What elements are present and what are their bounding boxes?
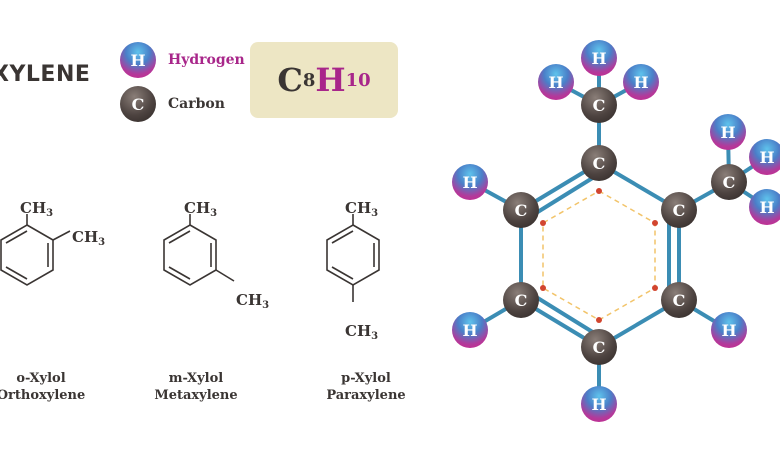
formula-carbon: C xyxy=(277,61,303,99)
formula-hydrogen-count: 10 xyxy=(345,69,371,91)
para-ch3-top: CH3 xyxy=(345,199,379,219)
diagram-title: XYLENE xyxy=(0,62,91,87)
hydrogen-atom-icon: H xyxy=(623,64,659,100)
meta-xylene-label: m-Xylol Metaxylene xyxy=(154,371,238,403)
carbon-atom-icon: C xyxy=(581,87,617,123)
carbon-atom-icon: C xyxy=(503,282,539,318)
para-ch3-bottom: CH3 xyxy=(345,322,379,342)
para-xylene-structure xyxy=(326,214,380,302)
legend-carbon: C Carbon xyxy=(120,86,225,122)
carbon-atom-icon: C xyxy=(581,145,617,181)
ortho-ch3-right: CH3 xyxy=(72,228,106,248)
hydrogen-atom-icon: H xyxy=(452,164,488,200)
carbon-atom-icon: C xyxy=(711,164,747,200)
carbon-atom-icon: C xyxy=(661,282,697,318)
hydrogen-atom-icon: H xyxy=(711,312,747,348)
legend-carbon-label: Carbon xyxy=(168,96,225,112)
hydrogen-atom-icon: H xyxy=(120,42,156,78)
hydrogen-atom-icon: H xyxy=(538,64,574,100)
carbon-atom-icon: C xyxy=(503,192,539,228)
hydrogen-atom-icon: H xyxy=(452,312,488,348)
carbon-atom-icon: C xyxy=(581,329,617,365)
carbon-atom-icon: C xyxy=(661,192,697,228)
meta-xylene-structure xyxy=(163,214,235,286)
ortho-ch3-top: CH3 xyxy=(20,199,54,219)
meta-ch3-top: CH3 xyxy=(184,199,218,219)
meta-ch3-right: CH3 xyxy=(236,291,270,311)
legend-hydrogen-label: Hydrogen xyxy=(168,52,245,68)
ortho-xylene-structure xyxy=(0,214,71,286)
hydrogen-atom-icon: H xyxy=(710,114,746,150)
hydrogen-atom-icon: H xyxy=(749,139,780,175)
legend-hydrogen: H Hydrogen xyxy=(120,42,245,78)
hydrogen-atom-icon: H xyxy=(581,40,617,76)
para-xylene-label: p-Xylol Paraxylene xyxy=(326,371,406,403)
hydrogen-atom-icon: H xyxy=(749,189,780,225)
hydrogen-atom-icon: H xyxy=(581,386,617,422)
formula-hydrogen: H xyxy=(315,61,346,99)
ortho-xylene-label: o-Xylol Orthoxylene xyxy=(0,371,86,403)
formula-carbon-count: 8 xyxy=(302,69,316,91)
carbon-atom-icon: C xyxy=(120,86,156,122)
